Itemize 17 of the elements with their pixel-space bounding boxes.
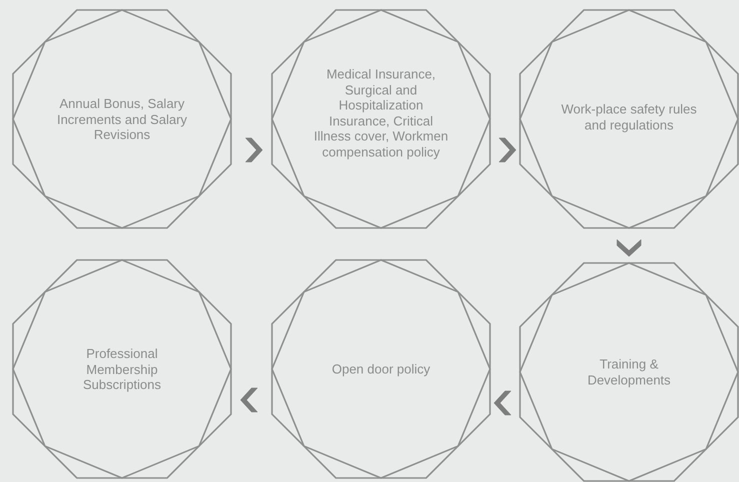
double-octagon-frame — [271, 9, 491, 229]
double-octagon-frame — [271, 259, 491, 479]
chevron-arrow — [245, 138, 263, 162]
node-text: Training & Developments — [586, 356, 672, 388]
node-text: Annual Bonus, Salary Increments and Salary Revisions — [56, 96, 188, 142]
chevron-arrow — [240, 388, 258, 412]
node-text: Medical Insurance, Surgical and Hospitalization Insurance, Critical Illness cover, Workmen compensation policy — [313, 66, 449, 160]
node-text: Professional Membership Subscriptions — [82, 346, 162, 392]
double-octagon-frame — [12, 259, 232, 479]
chevron-arrow — [616, 239, 642, 257]
double-octagon-frame — [519, 9, 739, 229]
chevron-arrow — [494, 390, 512, 416]
double-octagon-frame — [519, 262, 739, 482]
node-text: Open door policy — [330, 361, 432, 377]
double-octagon-frame — [12, 9, 232, 229]
node-text: Work-place safety rules and regulations — [561, 102, 697, 132]
chevron-arrow — [498, 138, 516, 162]
